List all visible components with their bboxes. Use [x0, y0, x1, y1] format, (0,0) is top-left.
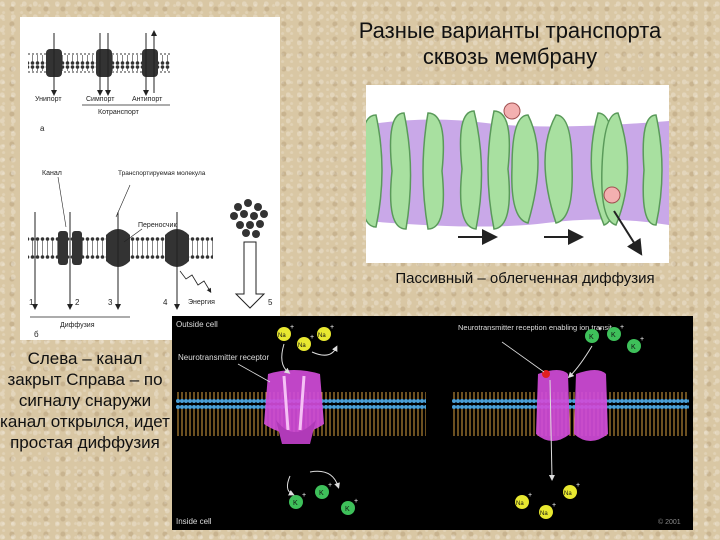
ion-k-right-3: K + — [627, 336, 644, 353]
receptor-channel-figure: Outside cell Inside cell Neurotransmitte… — [176, 320, 689, 526]
receptor-label: Neurotransmitter receptor — [178, 353, 269, 362]
svg-text:Na: Na — [298, 343, 306, 349]
svg-text:+: + — [310, 334, 314, 341]
flow-arrow-3 — [613, 210, 643, 256]
svg-text:+: + — [328, 482, 332, 489]
ion-na-right-1: Na + — [515, 492, 532, 509]
ion-k-right-1: K + — [585, 326, 602, 343]
ion-k-left-1: K + — [289, 492, 306, 509]
membrane-right — [452, 392, 689, 436]
ion-na-left-2: Na + — [297, 334, 314, 351]
ion-k-left-2: K + — [315, 482, 332, 499]
svg-text:+: + — [620, 324, 624, 331]
outside-label-left: Outside cell — [176, 320, 218, 329]
svg-text:K: K — [345, 506, 350, 513]
uniport-label: Унипорт — [35, 96, 62, 103]
number-4: 4 — [163, 298, 168, 307]
svg-text:+: + — [354, 498, 358, 505]
channel-state-caption: Слева – канал закрыт Справа – по сигналу… — [0, 349, 170, 452]
svg-text:K: K — [589, 334, 594, 341]
svg-text:K: K — [319, 490, 324, 497]
part-a-label: а — [40, 124, 45, 133]
diffusion-big-arrow — [234, 241, 266, 309]
svg-text:+: + — [528, 492, 532, 499]
svg-text:+: + — [598, 326, 602, 333]
channel-protein — [58, 231, 82, 265]
svg-text:Na: Na — [516, 501, 524, 507]
ion-na-right-2: Na + — [539, 502, 556, 519]
svg-text:Na: Na — [540, 511, 548, 517]
receptor-pointer — [237, 363, 271, 383]
symport-carrier — [96, 33, 112, 96]
inside-label-left: Inside cell — [176, 517, 212, 526]
antiport-label: Антипорт — [132, 96, 163, 103]
uniport-carrier — [46, 33, 62, 96]
transport-types-figure: Унипорт Симпорт Антипорт Котранспорт а К… — [28, 30, 273, 339]
energy-label: Энергия — [188, 299, 215, 306]
svg-text:K: K — [631, 344, 636, 351]
number-1: 1 — [29, 298, 34, 307]
svg-text:+: + — [640, 336, 644, 343]
svg-text:+: + — [302, 492, 306, 499]
receptor-channel-diagram: Outside cell Inside cell Neurotransmitte… — [172, 316, 693, 530]
symport-label: Симпорт — [86, 96, 115, 103]
slide-title: Разные варианты транспорта сквозь мембра… — [358, 18, 662, 69]
svg-text:K: K — [293, 500, 298, 507]
energy-arrow — [179, 270, 212, 294]
number-3: 3 — [108, 298, 113, 307]
number-5: 5 — [268, 298, 273, 307]
svg-text:K: K — [611, 332, 616, 339]
svg-text:Na: Na — [564, 491, 572, 497]
svg-text:Na: Na — [318, 333, 326, 339]
svg-text:Na: Na — [278, 333, 286, 339]
ion-flow-arrow — [548, 379, 555, 481]
transported-molecule-label: Транспортируемая молекула — [118, 170, 206, 177]
ion-k-left-3: K + — [341, 498, 358, 515]
facilitated-diffusion-figure — [366, 102, 669, 256]
membrane-caption: Пассивный – облегченная диффузия — [395, 270, 655, 287]
ion-na-left-1: Na + — [277, 324, 294, 341]
cotransport-label: Котранспорт — [98, 109, 140, 116]
reception-label: Neurotransmitter reception enabling ion … — [458, 323, 613, 332]
copyright-mark: © 2001 — [658, 518, 681, 526]
part-b-label: б — [34, 330, 39, 339]
svg-text:+: + — [552, 502, 556, 509]
svg-text:+: + — [330, 324, 334, 331]
svg-text:+: + — [290, 324, 294, 331]
antiport-carrier — [142, 30, 158, 96]
number-2: 2 — [75, 298, 80, 307]
facilitated-diffusion-diagram — [366, 85, 669, 263]
open-receptor — [536, 370, 608, 441]
svg-text:+: + — [576, 482, 580, 489]
diffusion-label: Диффузия — [60, 322, 95, 329]
molecule-cluster — [230, 199, 268, 238]
closed-receptor — [264, 370, 324, 444]
molecule-inside — [603, 186, 621, 204]
ion-k-right-2: K + — [607, 324, 624, 341]
carrier-label: Переносчик — [138, 222, 177, 229]
ion-na-left-3: Na + — [317, 324, 334, 341]
transport-types-diagram: Унипорт Симпорт Антипорт Котранспорт а К… — [20, 17, 280, 340]
ion-na-right-3: Na + — [563, 482, 580, 499]
molecule-top — [503, 102, 521, 120]
channel-label: Канал — [42, 170, 62, 177]
